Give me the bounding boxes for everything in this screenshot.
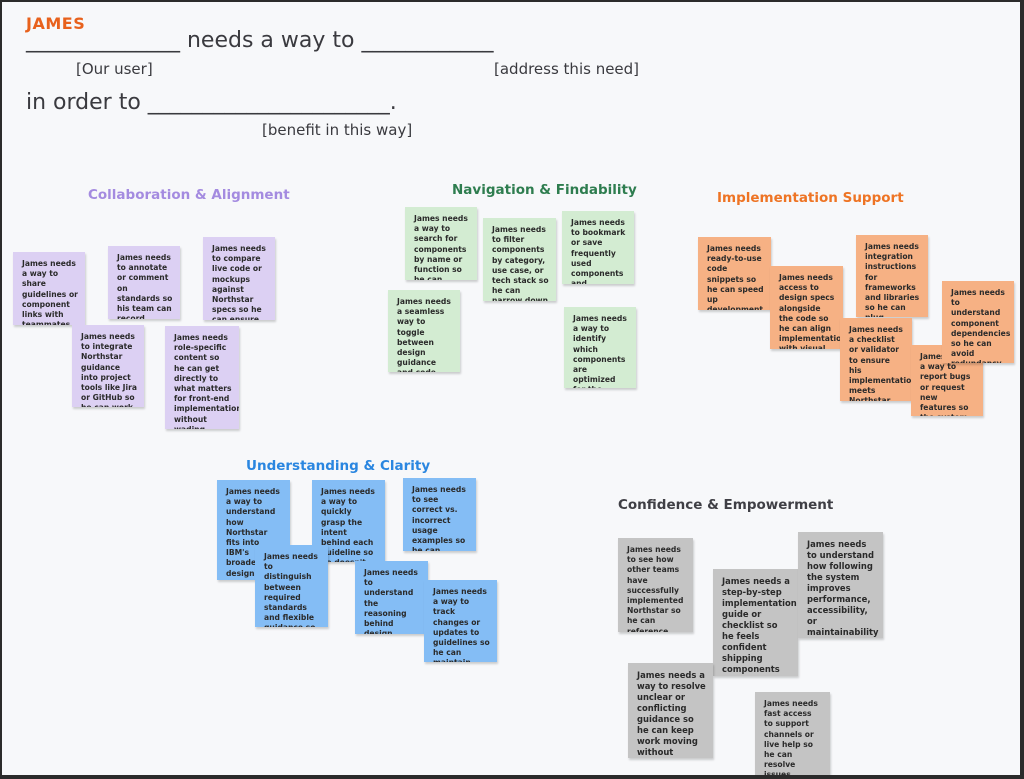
hint-address-need: [address this need]	[494, 60, 640, 78]
sticky-note[interactable]: James needs a way to track changes or up…	[424, 580, 497, 662]
sticky-note[interactable]: James needs a step-by-step implementatio…	[713, 569, 798, 676]
sticky-note[interactable]: James needs to integrate Northstar guida…	[72, 325, 144, 407]
sticky-note[interactable]: James needs role-specific content so he …	[165, 326, 239, 429]
sticky-note[interactable]: James needs a way to resolve unclear or …	[628, 663, 713, 758]
sticky-note[interactable]: James needs to see correct vs. incorrect…	[403, 478, 476, 551]
cluster-title-collaboration: Collaboration & Alignment	[88, 187, 290, 203]
sticky-note[interactable]: James needs to compare live code or mock…	[203, 237, 275, 320]
sticky-note[interactable]: James needs access to design specs along…	[770, 266, 843, 349]
cluster-title-implementation: Implementation Support	[717, 190, 904, 206]
statement-line-1: ______________ needs a way to __________…	[26, 28, 493, 53]
sticky-note[interactable]: James needs a way to search for componen…	[405, 207, 477, 280]
statement-line-2: in order to ______________________.	[26, 90, 397, 115]
user-blank: ______________	[26, 28, 180, 53]
benefit-blank: ______________________.	[147, 90, 397, 115]
cluster-title-understanding: Understanding & Clarity	[246, 458, 431, 474]
need-blank: ____________	[361, 28, 494, 53]
in-order-to-text: in order to	[26, 90, 148, 115]
persona-label: JAMES	[26, 14, 86, 33]
sticky-note[interactable]: James needs to distinguish between requi…	[255, 545, 328, 627]
cluster-title-navigation: Navigation & Findability	[452, 182, 637, 198]
cluster-title-confidence: Confidence & Empowerment	[618, 497, 834, 513]
sticky-note[interactable]: James needs integration instructions for…	[856, 235, 928, 317]
sticky-note[interactable]: James needs a way to quickly grasp the i…	[312, 480, 385, 562]
sticky-note[interactable]: James needs a way to identify which comp…	[564, 307, 636, 388]
needs-a-way-text: needs a way to	[180, 28, 362, 53]
sticky-note[interactable]: James needs a seamless way to toggle bet…	[388, 290, 460, 372]
sticky-note[interactable]: James needs to filter components by cate…	[483, 218, 556, 301]
hint-our-user: [Our user]	[76, 60, 153, 78]
sticky-note[interactable]: James needs to understand component depe…	[942, 281, 1014, 363]
sticky-note[interactable]: James needs to bookmark or save frequent…	[562, 211, 634, 284]
sticky-note[interactable]: James needs a checklist or validator to …	[840, 318, 912, 401]
hint-benefit: [benefit in this way]	[262, 121, 413, 139]
sticky-note[interactable]: James needs to see how other teams have …	[618, 538, 693, 632]
sticky-note[interactable]: James needs to understand the reasoning …	[355, 561, 428, 634]
sticky-note[interactable]: James needs to annotate or comment on st…	[108, 246, 180, 319]
sticky-note[interactable]: James needs fast access to support chann…	[755, 692, 830, 775]
sticky-note[interactable]: James needs to understand how following …	[798, 532, 883, 638]
sticky-note[interactable]: James needs a way to share guidelines or…	[13, 252, 85, 325]
sticky-note[interactable]: James needs ready-to-use code snippets s…	[698, 237, 771, 310]
